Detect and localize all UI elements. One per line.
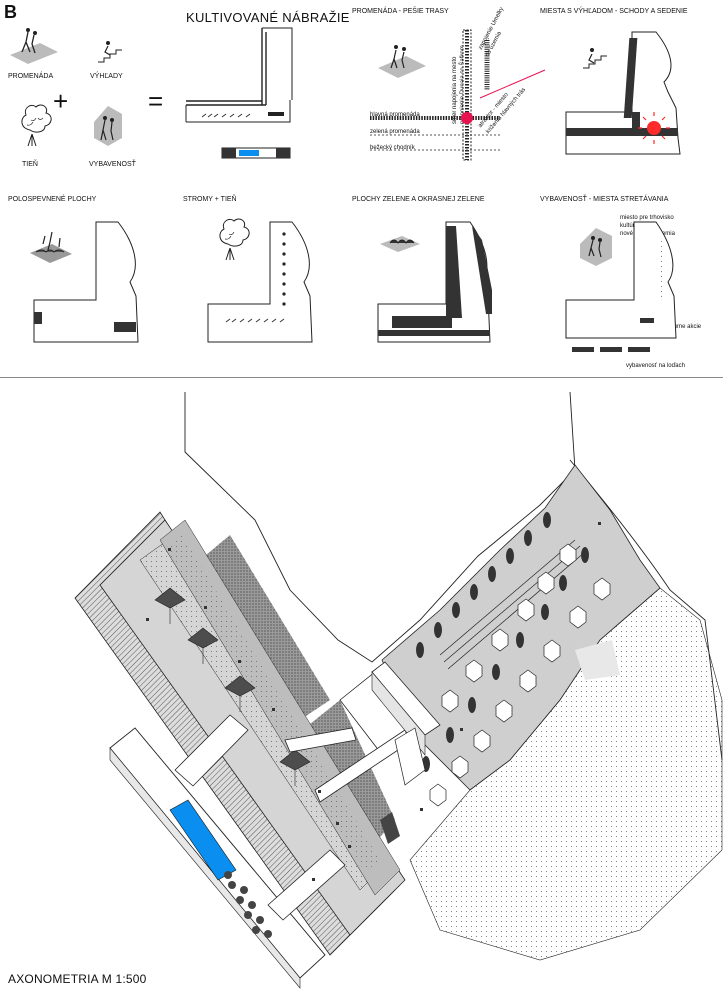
sheet-letter: B [4,2,17,22]
stromy-panel [207,218,313,343]
stair-dots-a [272,40,274,102]
promenada-icon [10,28,58,64]
stretavanie-panel [565,221,677,352]
sand-area [409,587,723,961]
axonometry-title: AXONOMETRIA M 1:500 [8,972,147,986]
zelen-panel [377,221,492,343]
promenada-panel-title: PROMENÁDA - PEŠIE TRASY [352,8,449,15]
cafe-tables [224,871,272,938]
stromy-panel-title: STROMY + TIEŇ [183,196,237,203]
axonometry-drawing [74,391,723,989]
sheet-title: KULTIVOVANÉ NÁBRAŽIE [186,10,350,25]
hlavna-promenada-label: hlavná promenáda [370,112,420,118]
vyhlad-panel [565,31,681,155]
vyhlad-panel-title: MIESTA S VÝHĽADOM - SCHODY A SEDENIE [540,8,688,15]
promenada-panel [370,29,546,161]
sun-icon [638,112,670,144]
result-plan [185,27,293,159]
bridge-deck-1 [284,727,357,753]
promenada-label: PROMENÁDA [8,73,54,80]
trhovisko-label: miesto pre trhovisko [620,215,674,221]
polospevnene-panel-title: POLOSPEVNENÉ PLOCHY [8,196,97,203]
park-pavilions [429,543,611,807]
tree-dots [282,232,286,306]
benches [146,522,601,881]
vyhlady-icon [98,41,122,63]
boat-ramp [174,714,249,787]
vybavenost-label: VYBAVENOSŤ [89,161,136,168]
park-trees [416,512,589,772]
tree-icon [21,104,52,147]
vybavenost-icon [94,106,122,146]
plus-sign: + [53,86,69,116]
vyhlady-label: VÝHĽADY [90,73,123,80]
pergolas [154,587,311,786]
pool [169,799,237,881]
section-divider [0,377,723,378]
tien-label: TIEŇ [22,161,38,168]
zelen-panel-title: PLOCHY ZELENE A OKRASNEJ ZELENE [352,196,485,203]
polospevnene-panel [30,221,139,343]
zelena-promenada-label: zelená promenáda [370,129,420,135]
stretavanie-panel-title: VYBAVENOSŤ - MIESTA STRETÁVANIA [540,196,669,203]
grass-band [200,535,330,720]
bezecky-chodnik-label: bežecký chodník [370,145,415,151]
kiosk [394,727,426,786]
vybavenost-lode-label: vybavenosť na loďach [626,363,685,369]
boat-ramp-2 [267,849,346,921]
equals-sign: = [148,86,164,116]
